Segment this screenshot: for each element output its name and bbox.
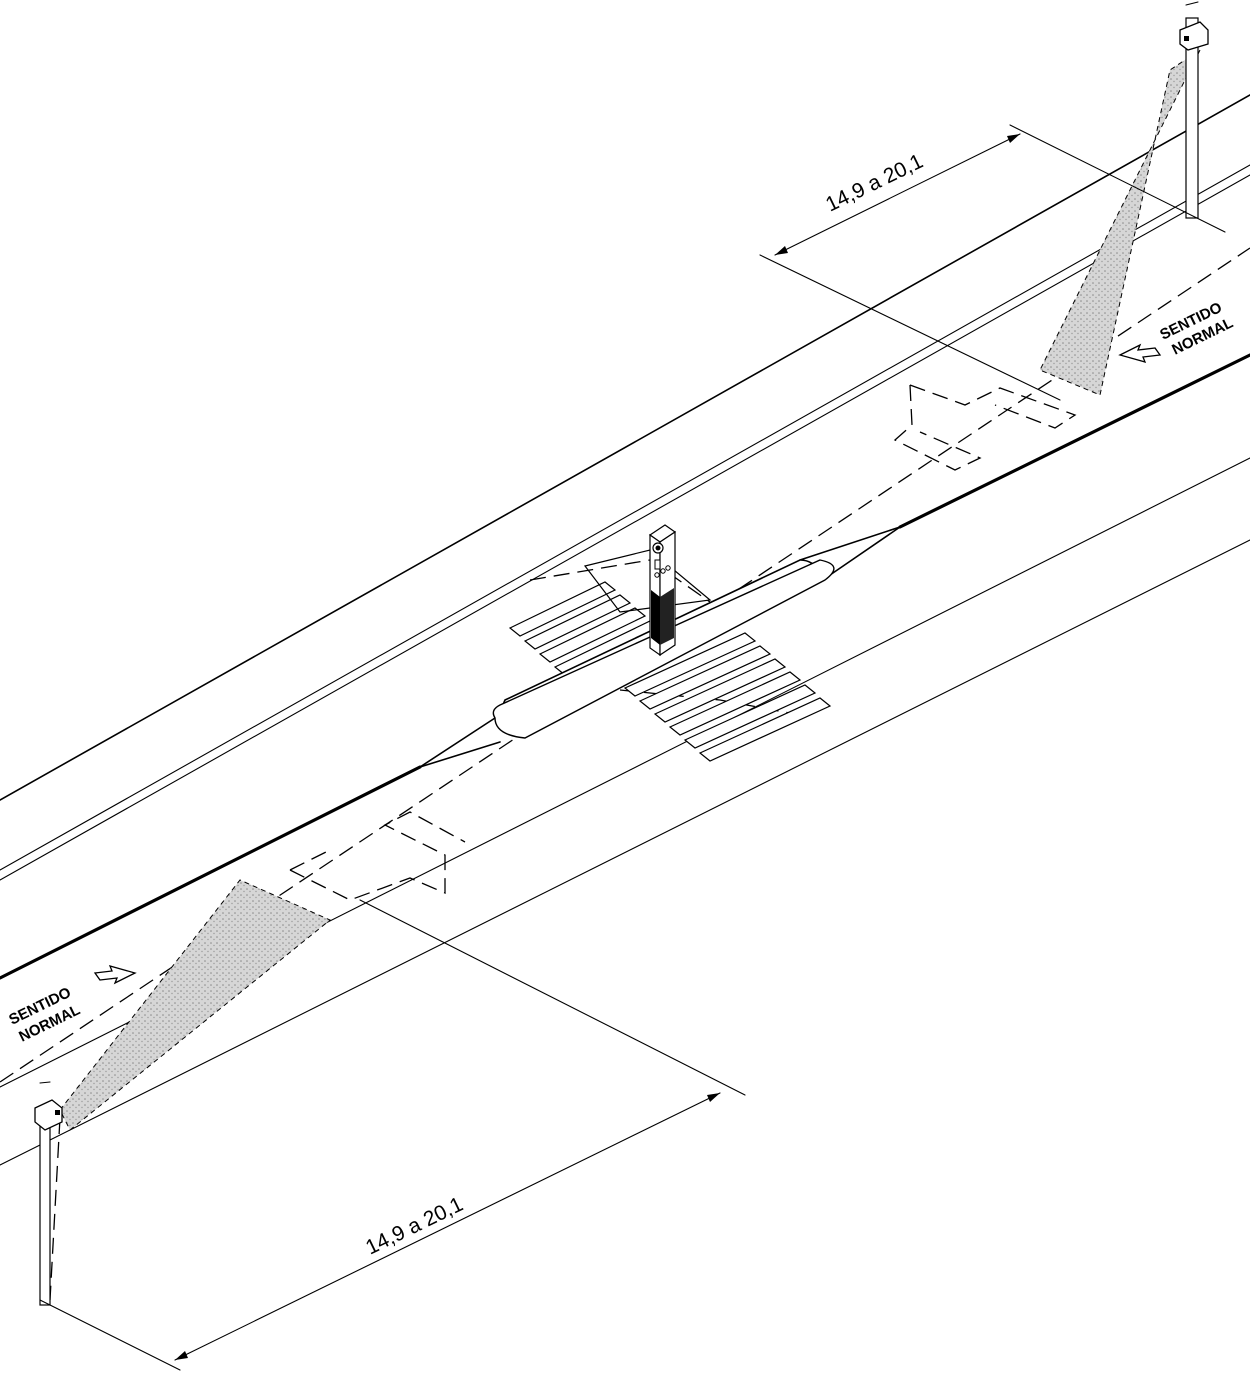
camera-right-cap <box>1185 1 1199 6</box>
totem-panel <box>654 559 661 570</box>
dim-top-extension-right <box>1009 124 1226 233</box>
road-outer-edge-top <box>0 94 1250 801</box>
totem-display-dot <box>655 545 661 551</box>
center-axis-line <box>0 353 1250 980</box>
direction-arrow-right <box>1118 343 1162 363</box>
island-taper-left-upper <box>419 717 496 768</box>
speed-display-totem <box>648 524 677 657</box>
dim-top-line <box>774 133 1021 256</box>
island-taper-left-lower <box>419 741 501 768</box>
camera-left-cap <box>39 1081 51 1084</box>
zebra-bar <box>623 632 757 697</box>
dimension-bottom <box>39 899 746 1371</box>
zebra-bar <box>653 658 787 723</box>
dim-bottom-arrow-right <box>707 1093 720 1102</box>
road-outer-edge-bottom <box>0 539 1250 1166</box>
dim-bottom-arrow-left <box>175 1351 188 1360</box>
totem-light <box>654 572 660 578</box>
island-taper-right-lower <box>829 526 901 576</box>
island-taper-right-upper <box>799 526 901 561</box>
arrow-left-pointing-icon <box>1118 343 1162 363</box>
totem-striped-base <box>651 590 660 645</box>
camera-left-beam-ground <box>49 1117 61 1301</box>
zebra-bar <box>698 697 832 762</box>
dim-top-extension-left <box>759 254 1061 401</box>
road-shoulder-top-b <box>0 174 1250 881</box>
camera-left <box>34 879 331 1306</box>
camera-left-lens-icon <box>55 1110 60 1115</box>
zebra-bar <box>523 594 632 650</box>
dim-bottom-extension-right <box>359 899 746 1096</box>
road-shoulder-top-a <box>0 164 1250 871</box>
loop-left-b <box>289 849 331 871</box>
loop-left-a <box>289 811 466 901</box>
zebra-bar <box>683 684 817 749</box>
direction-arrow-left <box>93 965 137 985</box>
camera-right-lens-icon <box>1184 36 1189 41</box>
crossing-upper-outline <box>583 549 712 613</box>
camera-right-beam <box>1039 48 1202 396</box>
arrow-right-pointing-icon <box>93 965 137 985</box>
camera-right-pole <box>1185 17 1199 219</box>
dimension-label-bottom: 14,9 a 20,1 <box>362 1193 467 1260</box>
zebra-bar <box>638 645 772 710</box>
totem-light <box>660 568 666 574</box>
dim-bottom-extension-left <box>39 1299 181 1371</box>
camera-left-box <box>34 1099 63 1131</box>
dim-bottom-line <box>174 1092 721 1361</box>
dimension-top <box>759 124 1226 401</box>
camera-right-box <box>1179 21 1209 51</box>
zebra-bar <box>538 607 647 663</box>
axis-segment-left <box>0 765 422 980</box>
loop-right-a <box>909 384 1077 429</box>
totem-striped-base-front <box>660 588 674 645</box>
pedestrian-crossing-lower <box>623 632 832 762</box>
dim-top-arrow-right <box>1007 134 1020 143</box>
loop-right-b <box>893 384 982 471</box>
totem-light <box>665 565 671 571</box>
camera-left-beam <box>59 879 331 1131</box>
zebra-bar <box>668 671 802 736</box>
camera-left-pole <box>39 1109 51 1306</box>
axis-segment-right <box>898 353 1250 529</box>
zebra-bar <box>508 581 617 637</box>
dim-top-arrow-left <box>775 246 788 255</box>
camera-right <box>1039 1 1209 396</box>
